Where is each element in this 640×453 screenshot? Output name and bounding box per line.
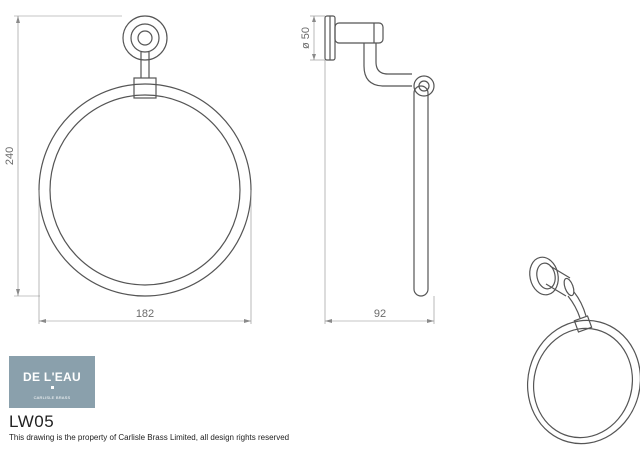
brand-subline: CARLISLE BRASS — [33, 395, 71, 400]
front-dimensions — [14, 15, 252, 324]
iso-arm-drop — [567, 295, 581, 319]
projection-arrow-left — [325, 319, 332, 323]
side-arm-bend-inner — [375, 43, 412, 75]
iso-arm-top — [549, 265, 571, 279]
front-backplate-inner — [130, 23, 160, 53]
side-arm-body — [334, 22, 384, 44]
side-view — [324, 15, 435, 297]
projection-dimension-label: 92 — [374, 308, 386, 320]
front-ring-clamp — [133, 77, 157, 99]
isometric-view — [526, 256, 640, 445]
front-view — [38, 15, 252, 297]
front-ring-outer — [38, 83, 252, 297]
front-backplate-outer — [122, 15, 168, 61]
iso-backplate-outer — [529, 256, 559, 296]
height-dimension-label: 240 — [4, 147, 16, 165]
brand-mark-icon — [50, 386, 54, 389]
width-arrow-left — [39, 319, 46, 323]
front-dimension-arrows — [16, 16, 251, 323]
iso-arm-end — [563, 277, 575, 297]
side-ring-pivot-outer — [413, 75, 435, 97]
iso-ring-outer — [526, 319, 640, 445]
height-arrow-bottom — [16, 289, 20, 296]
diameter-arrow-top — [312, 16, 316, 22]
iso-ring-clamp — [573, 315, 593, 333]
width-dimension-label: 182 — [136, 308, 154, 320]
iso-arm-drop-inner — [573, 291, 587, 317]
rights-notice: This drawing is the property of Carlisle… — [9, 433, 290, 442]
front-backplate-boss — [137, 30, 153, 46]
brand-name: DE L'EAU — [23, 370, 81, 384]
height-arrow-top — [16, 16, 20, 23]
side-ring-profile — [413, 85, 429, 297]
side-dimension-arrows — [312, 16, 434, 323]
iso-arm-bottom — [545, 283, 567, 297]
width-arrow-right — [244, 319, 251, 323]
projection-arrow-right — [427, 319, 434, 323]
front-ring-inner — [49, 94, 241, 286]
side-dimensions — [310, 15, 435, 324]
brand-logo: DE L'EAU CARLISLE BRASS — [9, 356, 95, 408]
product-code: LW05 — [9, 412, 55, 431]
iso-ring-inner — [532, 327, 634, 439]
diameter-arrow-bottom — [312, 54, 316, 60]
iso-backplate-inner — [536, 262, 556, 290]
diameter-dimension-label: ø 50 — [300, 27, 312, 49]
side-arm-bend-outer — [363, 43, 412, 87]
